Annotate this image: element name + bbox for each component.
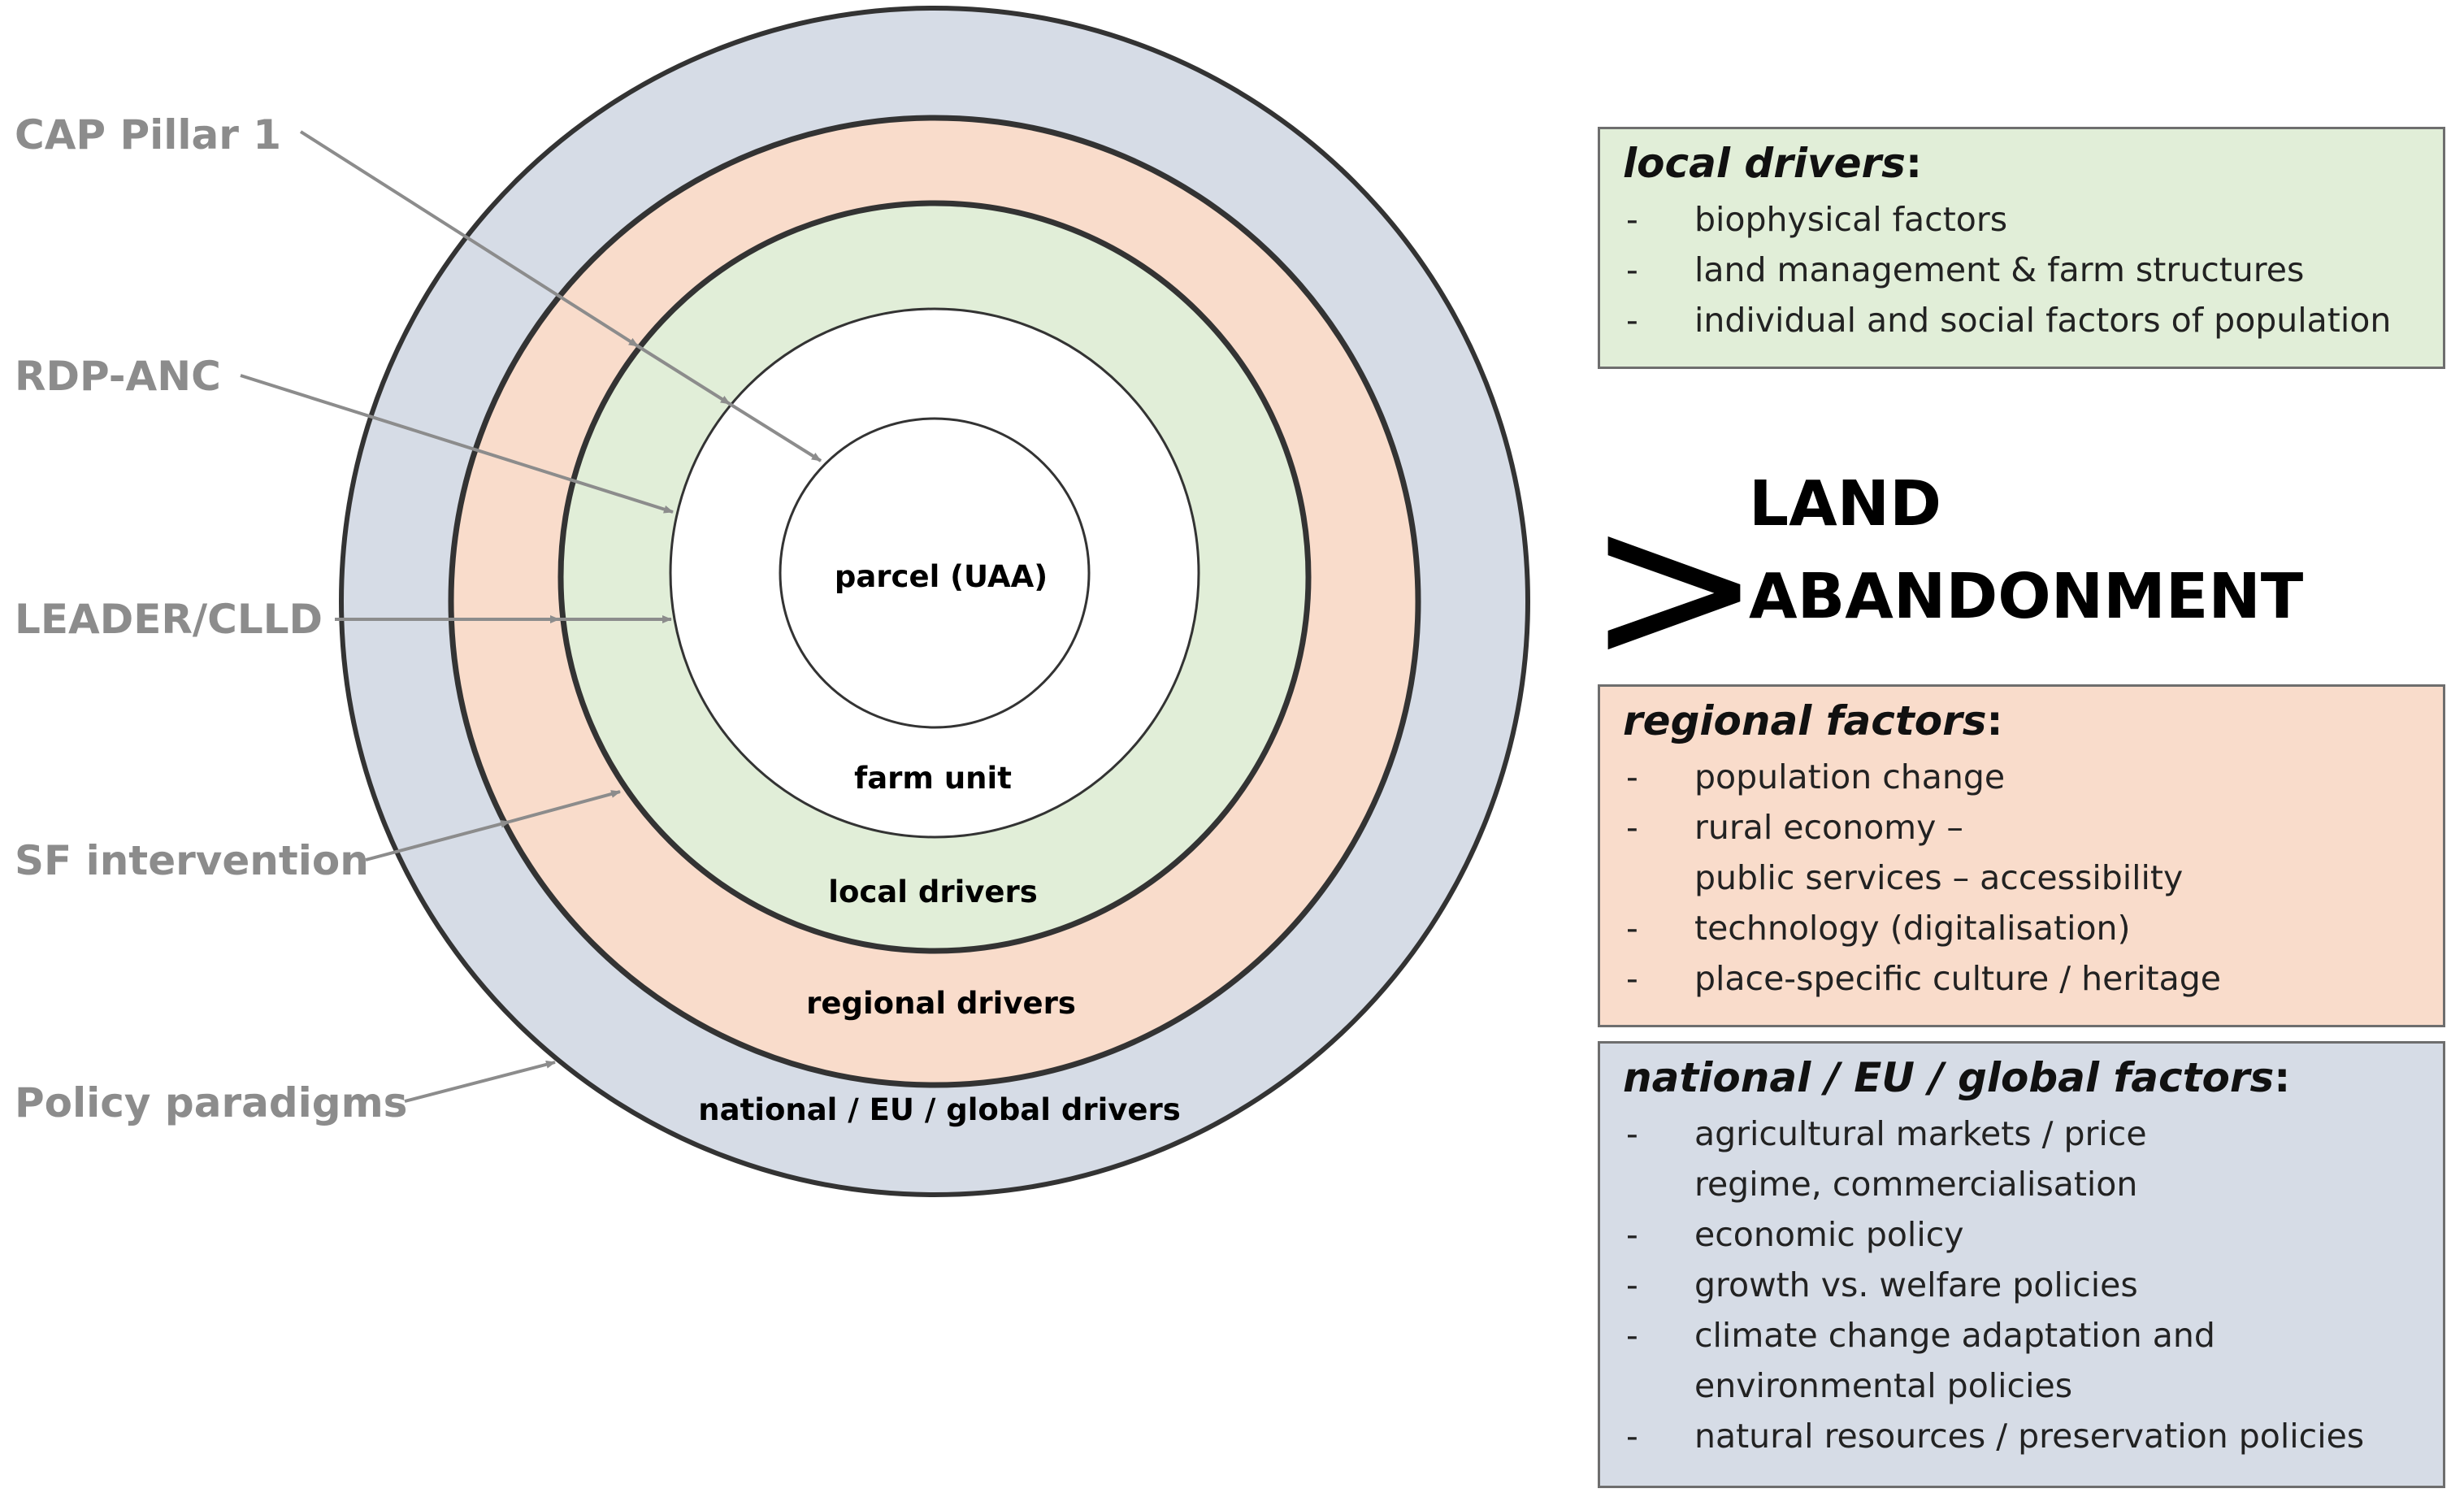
list-item: agricultural markets / price regime, com…	[1623, 1109, 2423, 1209]
list-item: population change	[1623, 752, 2423, 802]
policy-label-policy-paradigms: Policy paradigms	[15, 1079, 407, 1126]
list-item: individual and social factors of populat…	[1623, 295, 2423, 345]
policy-label-sf-intervention: SF intervention	[15, 837, 369, 884]
list-item: climate change adaptation and environmen…	[1623, 1310, 2423, 1411]
arrow-cap-to-local	[636, 345, 731, 406]
arrow-cap-to-regional	[299, 130, 640, 348]
list-item: technology (digitalisation)	[1623, 903, 2423, 953]
national-drivers-label: national / EU / global drivers	[698, 1092, 1180, 1127]
policy-arrows	[240, 130, 822, 1103]
local-drivers-label: local drivers	[828, 875, 1037, 909]
arrow-sf-to-local	[509, 790, 621, 823]
list-item: land management & farm structures	[1623, 245, 2423, 295]
outcome-title-line1: LAND	[1749, 468, 1941, 540]
outcome-symbol: >	[1586, 464, 1763, 710]
list-item: place-specific culture / heritage	[1623, 953, 2423, 1004]
list-item: economic policy	[1623, 1209, 2423, 1260]
arrow-cap-to-parcel	[728, 402, 822, 462]
list-item: growth vs. welfare policies	[1623, 1260, 2423, 1310]
regional-factors-box: regional factors: population change rura…	[1598, 684, 2445, 1027]
list-item: natural resources / preservation policie…	[1623, 1411, 2423, 1461]
local-drivers-box-title: local drivers:	[1623, 140, 1922, 187]
list-item: rural economy – public services – access…	[1623, 802, 2423, 903]
parcel-circle	[779, 417, 1091, 729]
list-item: biophysical factors	[1623, 194, 2423, 245]
policy-label-rdp-anc: RDP-ANC	[15, 353, 221, 400]
arrow-rdp-to-farm	[240, 374, 674, 514]
policy-label-leader-clld: LEADER/CLLD	[15, 596, 323, 643]
regional-factors-list: population change rural economy – public…	[1623, 752, 2423, 1004]
national-factors-list: agricultural markets / price regime, com…	[1623, 1109, 2423, 1461]
local-drivers-box: local drivers: biophysical factors land …	[1598, 127, 2445, 369]
policy-label-cap-pillar-1: CAP Pillar 1	[15, 111, 281, 158]
national-factors-box: national / EU / global factors: agricult…	[1598, 1041, 2445, 1488]
parcel-label: parcel (UAA)	[835, 559, 1048, 594]
national-factors-box-title: national / EU / global factors:	[1623, 1054, 2291, 1101]
local-drivers-list: biophysical factors land management & fa…	[1623, 194, 2423, 345]
regional-drivers-label: regional drivers	[806, 986, 1076, 1021]
farm-unit-label: farm unit	[854, 761, 1012, 796]
outcome-title-line2: ABANDONMENT	[1749, 561, 2304, 633]
regional-factors-box-title: regional factors:	[1623, 697, 2003, 744]
arrow-sf-to-regional	[365, 819, 510, 862]
arrow-paradigms-to-national	[404, 1060, 556, 1103]
